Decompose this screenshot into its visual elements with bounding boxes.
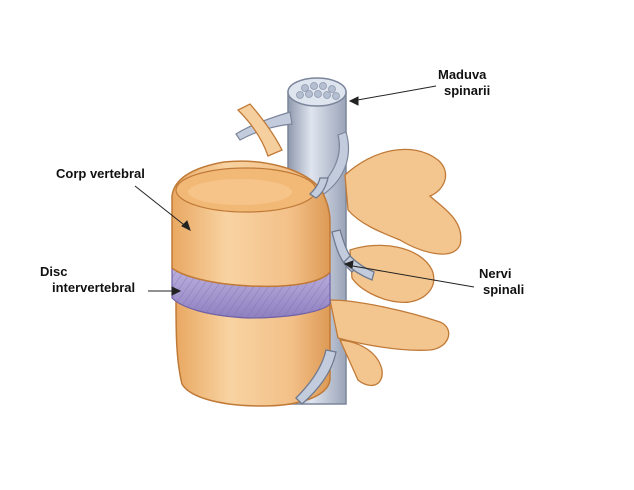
label-spinal-cord: Maduva spinarii	[438, 67, 490, 99]
label-disc-line1: Disc	[40, 264, 135, 280]
label-spinal-cord-line2: spinarii	[438, 83, 490, 99]
label-spinal-nerves: Nervi spinali	[479, 266, 524, 298]
leader-disc	[148, 287, 180, 295]
label-spinal-cord-line1: Maduva	[438, 67, 490, 83]
leader-spinal-cord	[350, 86, 436, 105]
label-vertebral-body-text: Corp vertebral	[56, 166, 145, 182]
label-spinal-nerves-line2: spinali	[479, 282, 524, 298]
label-spinal-nerves-line1: Nervi	[479, 266, 524, 282]
upper-vertebral-body	[172, 161, 330, 286]
label-vertebral-body: Corp vertebral	[56, 166, 145, 182]
label-disc-line2: intervertebral	[40, 280, 135, 296]
label-disc: Disc intervertebral	[40, 264, 135, 296]
